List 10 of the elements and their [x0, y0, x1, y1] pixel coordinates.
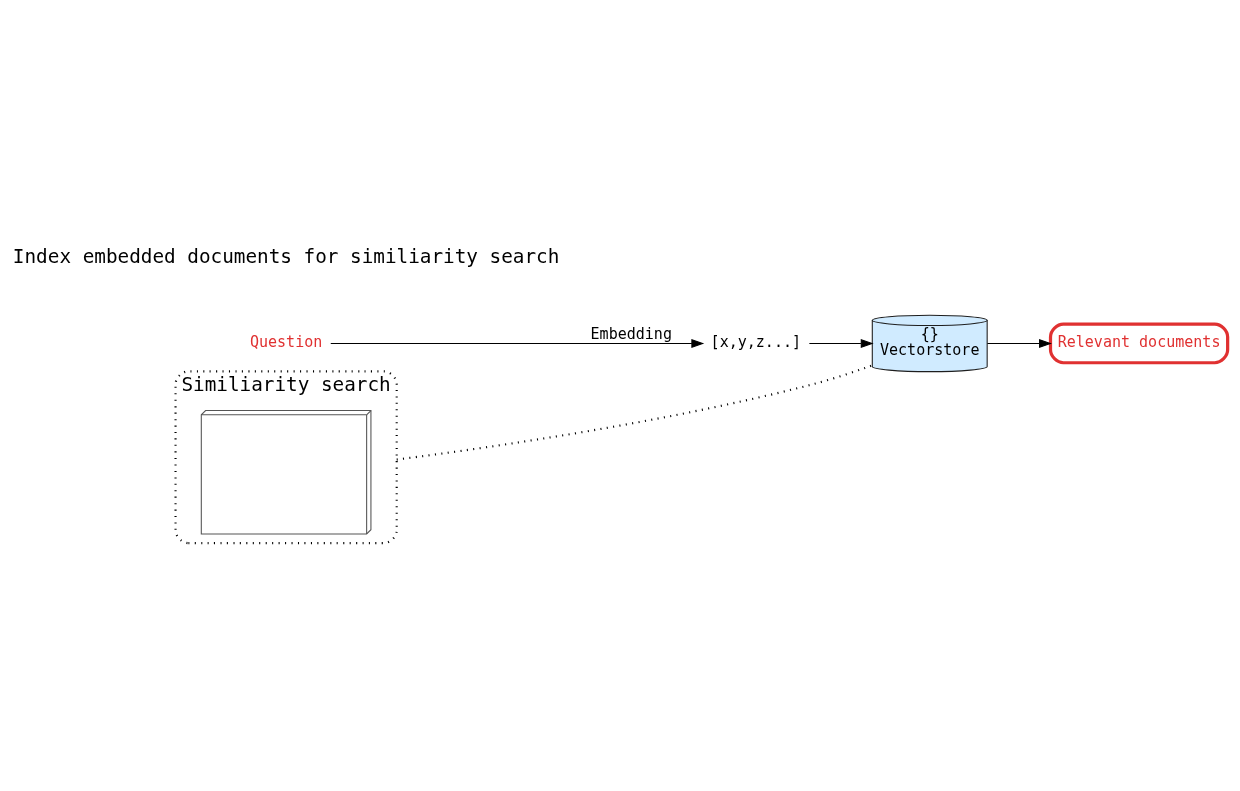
node-text: Question [249, 333, 323, 352]
node-text: [x,y,z...] [710, 333, 802, 352]
arrow [808, 338, 874, 348]
arrow [330, 338, 705, 348]
cluster: Similiarity search [174, 370, 398, 545]
node-box: Relevant documents [1048, 322, 1230, 365]
label: Index embedded documents for similiarity search [12, 245, 560, 269]
connector [396, 364, 873, 461]
edge-label: Embedding [590, 325, 672, 344]
arrow [986, 338, 1052, 348]
